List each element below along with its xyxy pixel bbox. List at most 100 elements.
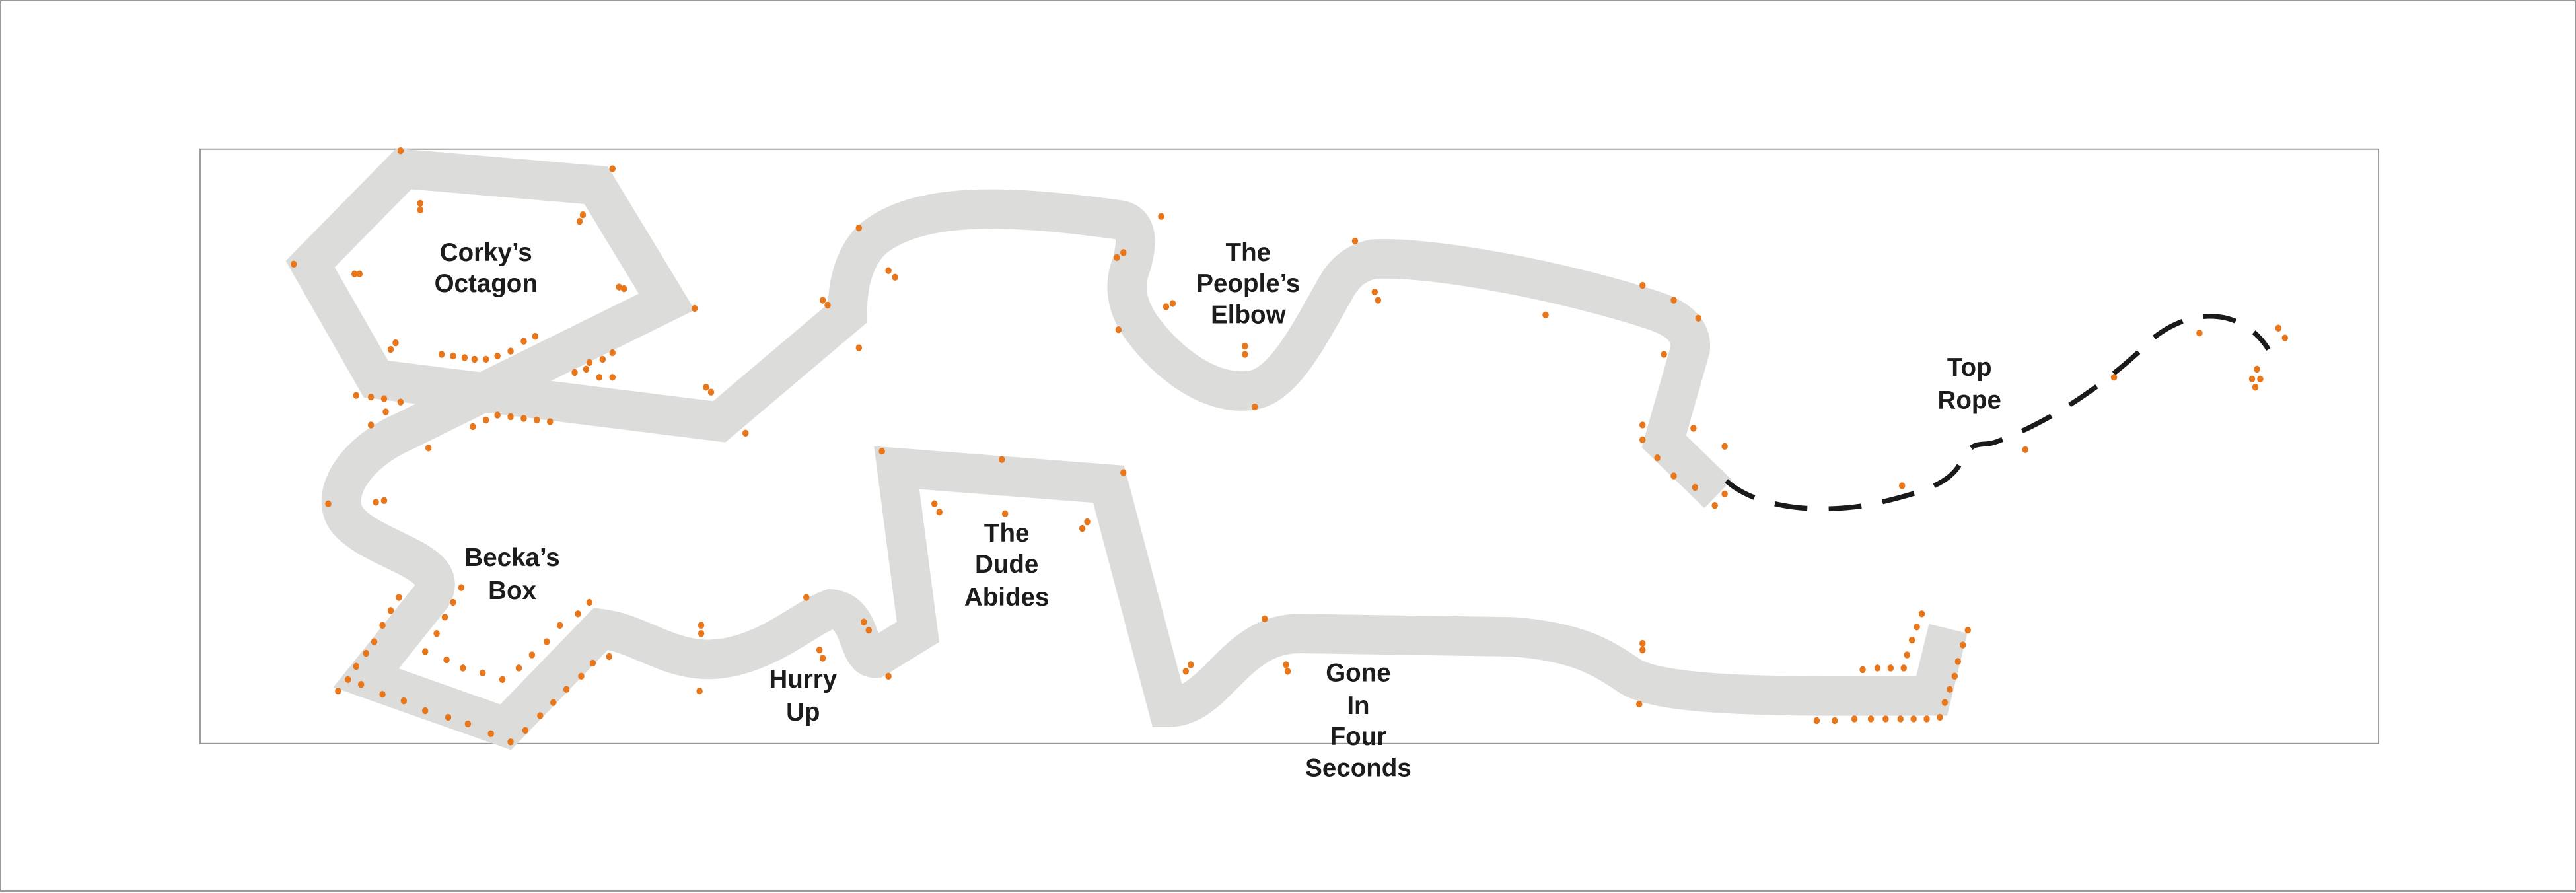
marker-dot [1918,610,1925,618]
marker-dot [2196,329,2203,337]
marker-dot [1832,717,1838,725]
marker-dot [586,598,593,606]
marker-dot [471,355,478,363]
marker-dot [400,697,408,705]
marker-dot [698,622,705,629]
marker-dot [480,669,486,677]
marker-dot [1690,425,1697,432]
marker-dot [335,687,341,695]
marker-dot [609,349,616,357]
marker-dot [291,260,297,268]
peoples-elbow-line-3: Elbow [1211,301,1287,329]
marker-dot [936,508,943,516]
marker-dot [885,267,892,274]
marker-dot [2281,334,2288,341]
marker-dot [1639,646,1646,654]
marker-dot [1284,668,1291,675]
marker-dot [392,339,399,347]
marker-dot [1182,668,1190,675]
marker-dot [1351,237,1359,245]
track-path [285,148,1968,750]
marker-dot [550,699,557,706]
marker-dot [999,456,1005,463]
marker-dot [1114,254,1120,262]
marker-dot [507,347,514,355]
marker-dot [855,224,863,232]
marker-dot [1692,483,1699,491]
marker-dot [507,738,514,746]
marker-dot [1941,699,1949,706]
marker-dot [421,707,429,715]
marker-dot [824,301,831,309]
marker-dot [589,659,596,667]
marker-dot [698,629,705,637]
marker-dot [356,270,363,277]
marker-dot [1859,666,1866,674]
marker-dot [460,664,466,672]
marker-dot [483,416,489,424]
marker-dot [397,147,404,155]
marker-dot [1242,351,1248,358]
marker-dot [1813,717,1820,725]
label-gone-in-four-seconds: Gone In Four Seconds [1305,659,1412,782]
marker-dot [609,374,616,381]
marker-dot [1947,686,1953,693]
marker-dot [816,646,823,654]
gone-line-1: Gone [1326,659,1391,687]
marker-dot [691,304,698,312]
beckas-box-line-1: Becka’s [464,544,559,572]
marker-dot [1639,421,1646,429]
marker-dot [578,672,585,680]
marker-dot [1079,524,1086,532]
marker-dot [819,297,826,304]
marker-dot [1670,297,1677,304]
marker-dot [1954,658,1962,665]
marker-dot [696,687,703,695]
marker-dot [379,690,386,698]
marker-dot [363,649,369,657]
marker-dot [537,712,544,719]
marker-dot [1908,636,1915,644]
marker-dot [458,584,465,591]
marker-dot [367,393,375,401]
marker-dot [586,359,593,367]
marker-dot [1375,297,1382,304]
marker-dot [417,206,423,213]
marker-dot [931,500,938,507]
marker-dot [1910,715,1917,723]
marker-dot [520,415,527,422]
marker-dot [357,681,365,688]
marker-dot [494,352,501,360]
marker-dot [703,384,709,391]
marker-dot [865,626,872,634]
marker-dot [1882,715,1889,723]
marker-dot [515,664,522,672]
marker-dot [417,199,423,207]
marker-dot [1851,715,1858,723]
marker-dot [1661,351,1667,358]
marker-dot [609,165,616,172]
marker-dot [556,622,563,629]
marker-dot [1639,639,1646,647]
top-rope-line-1: Top [1947,353,1992,382]
marker-dot [2110,374,2118,381]
marker-dot [522,727,529,734]
marker-dot [441,614,448,621]
peoples-elbow-line-1: The [1226,238,1271,267]
marker-dot [1695,314,1702,322]
marker-dot [438,351,445,358]
marker-dot [470,423,476,431]
marker-dot [367,421,375,429]
marker-dot [483,355,489,363]
marker-dot [1639,281,1646,289]
marker-dot [487,730,494,738]
marker-dot [576,217,583,225]
label-the-peoples-elbow: The People’s Elbow [1196,238,1300,329]
marker-dot [1283,661,1289,668]
marker-dot [583,365,590,373]
marker-dot [1900,664,1907,672]
marker-dot [2022,446,2029,453]
marker-dot [534,416,540,424]
marker-dot [1654,454,1661,462]
